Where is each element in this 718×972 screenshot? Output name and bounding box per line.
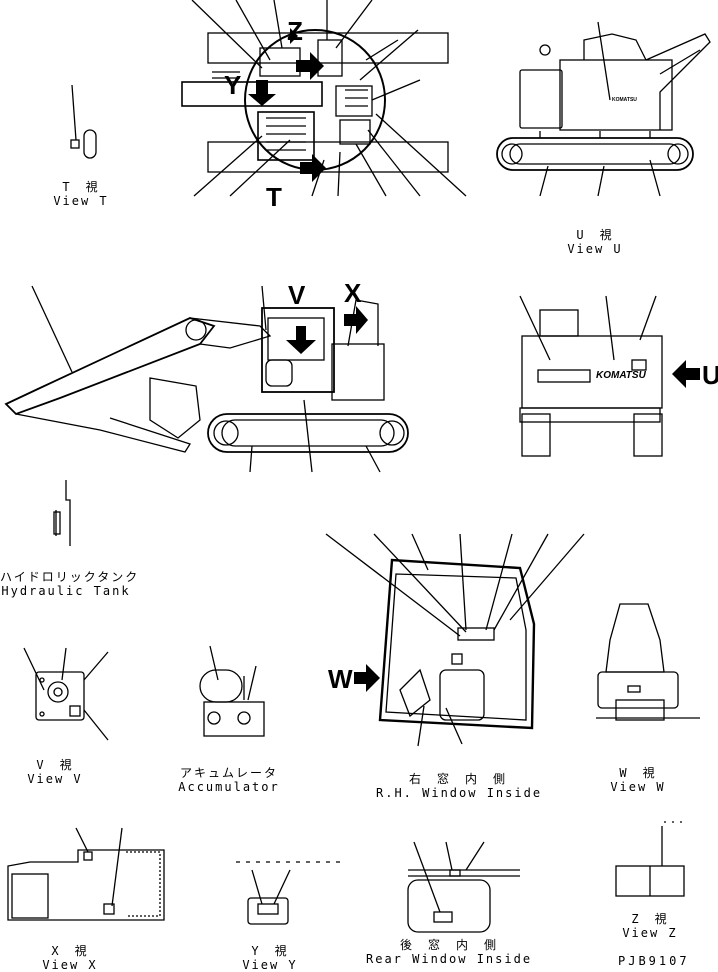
caption-rh-window: 右 窓 内 側 R.H. Window Inside: [376, 772, 540, 800]
top-view-arrows: [248, 28, 326, 182]
top-view-machine: [181, 0, 467, 197]
view-y-detail: [236, 861, 346, 925]
caption-view-x-en: View X: [42, 958, 98, 972]
caption-accumulator-en: Accumulator: [178, 780, 280, 794]
caption-view-z-en: View Z: [622, 926, 678, 940]
main-side-view-arrows: [286, 306, 368, 354]
caption-view-u-jp: U 視: [576, 228, 614, 242]
rear-view-arrow: [672, 360, 700, 388]
view-v-detail: [23, 647, 109, 741]
brand-logo-rear: KOMATSU: [596, 370, 646, 381]
view-t-detail: [70, 84, 97, 159]
view-letter-t: T: [266, 182, 282, 212]
caption-view-y-jp: Y 視: [251, 944, 289, 958]
caption-view-u: U 視 View U: [560, 228, 630, 256]
caption-rh-window-en: R.H. Window Inside: [376, 786, 543, 800]
rh-window-cab: [325, 533, 585, 747]
caption-rear-window-jp: 後 窓 内 側: [399, 938, 498, 952]
caption-hydraulic-tank-jp: ハイドロリックタンク: [0, 570, 140, 584]
caption-view-y-en: View Y: [242, 958, 298, 972]
caption-view-w: W 視 View W: [598, 766, 678, 794]
accumulator-detail: [199, 645, 265, 737]
view-w-seat: [596, 603, 700, 721]
caption-hydraulic-tank-en: Hydraulic Tank: [1, 584, 131, 598]
brand-logo-small: KOMATSU: [612, 97, 637, 103]
caption-view-z-jp: Z 視: [631, 912, 669, 926]
view-letter-x: X: [344, 278, 362, 308]
view-letter-y: Y: [224, 70, 242, 100]
caption-view-w-en: View W: [610, 780, 666, 794]
caption-rear-window-en: Rear Window Inside: [366, 952, 533, 966]
caption-view-v: V 視 View V: [20, 758, 90, 786]
view-u-side-machine: [496, 21, 711, 197]
caption-accumulator-jp: アキュムレータ: [179, 766, 278, 780]
view-letter-w: W: [328, 664, 353, 694]
view-x-detail: [7, 827, 165, 921]
caption-hydraulic-tank: ハイドロリックタンク Hydraulic Tank: [0, 570, 140, 598]
caption-view-x-jp: X 視: [51, 944, 89, 958]
caption-view-w-jp: W 視: [619, 766, 657, 780]
caption-accumulator: アキュムレータ Accumulator: [174, 766, 284, 794]
caption-view-x: X 視 View X: [30, 944, 110, 972]
w-arrow: [354, 664, 380, 692]
caption-view-z: Z 視 View Z: [610, 912, 690, 940]
rear-view-machine: [519, 295, 663, 457]
caption-view-y: Y 視 View Y: [230, 944, 310, 972]
caption-rh-window-jp: 右 窓 内 側: [408, 772, 507, 786]
caption-view-t-jp: T 視: [62, 180, 100, 194]
view-letter-u: U: [702, 360, 718, 390]
caption-view-u-en: View U: [567, 242, 623, 256]
view-z-detail: [615, 821, 685, 897]
view-letter-z: Z: [287, 16, 303, 46]
caption-rear-window: 後 窓 内 側 Rear Window Inside: [366, 938, 532, 966]
view-letter-v: V: [288, 280, 306, 310]
caption-view-t: T 視 View T: [46, 180, 116, 208]
caption-view-v-en: View V: [27, 772, 83, 786]
hydraulic-tank-detail: [53, 480, 71, 546]
rear-window-detail: [407, 841, 520, 933]
caption-view-t-en: View T: [53, 194, 109, 208]
drawing-code: PJB9107: [618, 954, 690, 968]
main-side-view-machine: [4, 285, 409, 473]
caption-view-v-jp: V 視: [36, 758, 74, 772]
